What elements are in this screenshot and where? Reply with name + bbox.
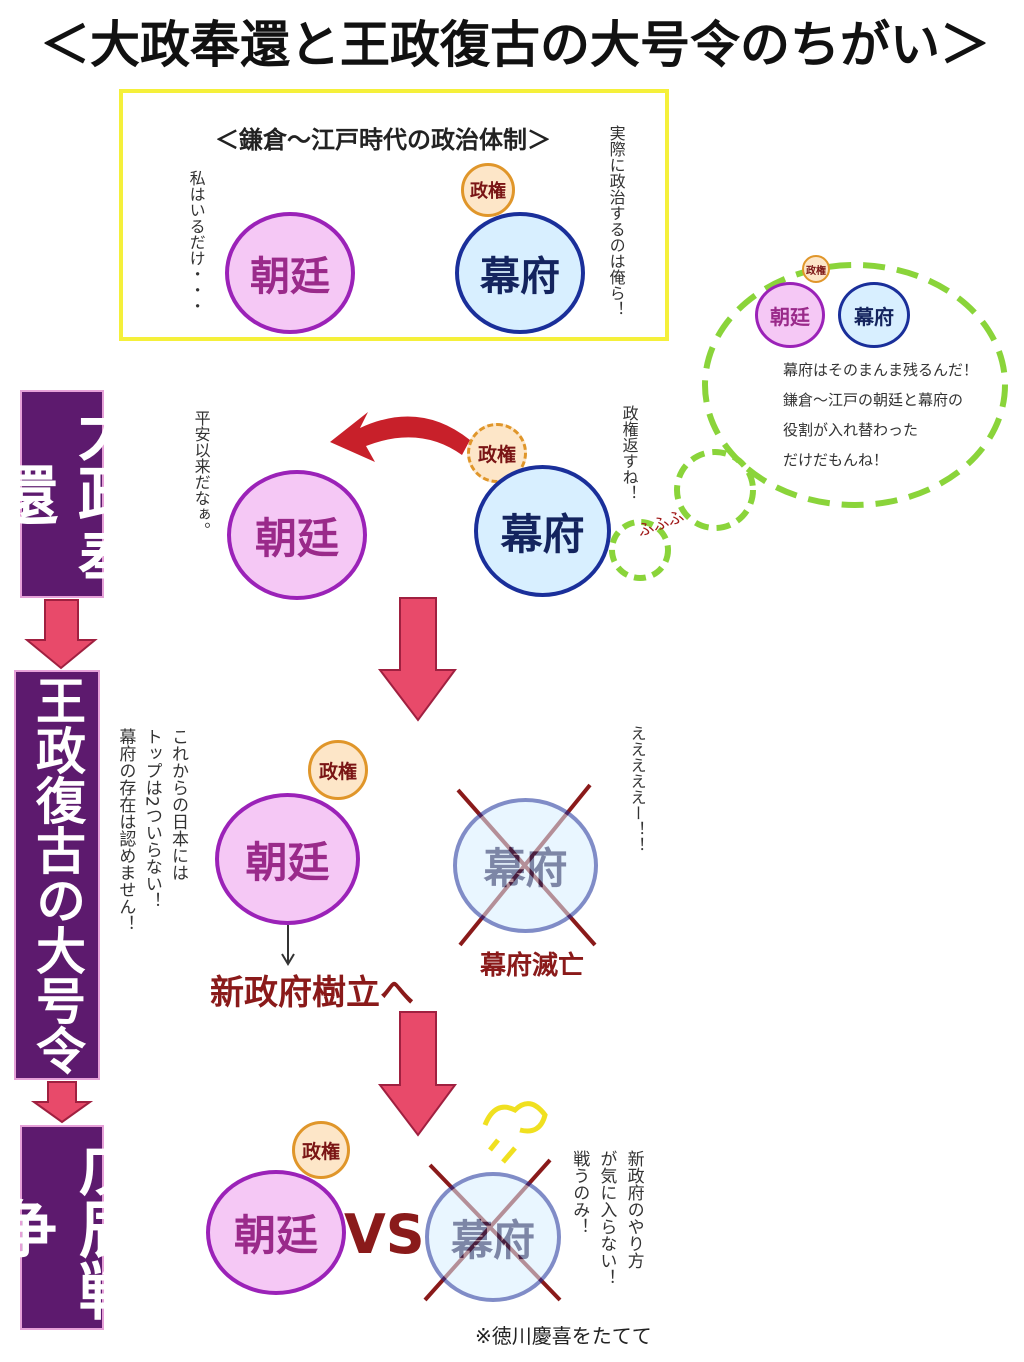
bakufu-circle-1: 幕府	[455, 212, 585, 334]
seiken-label: 政権	[477, 443, 516, 466]
down-arrows	[24, 597, 457, 1137]
chotei-label: 朝廷	[250, 254, 330, 300]
chotei-comment-3: これからの日本には トップは2ついらない！ 幕府の存在は認めません！	[115, 728, 189, 932]
chotei-circle-3: 朝廷	[215, 793, 360, 925]
thought-bubble	[702, 262, 1008, 508]
seiken-label: 政権	[470, 181, 506, 202]
bakufu-label: 幕府	[500, 509, 585, 559]
new-government-label: 新政府樹立へ	[210, 973, 414, 1013]
seiken-badge-1: 政権	[461, 163, 515, 217]
chotei-label: 朝廷	[233, 1211, 318, 1260]
chotei-comment-2: 平安以来だなぁ。	[191, 410, 211, 538]
seiken-label: 政権	[806, 265, 826, 277]
chotei-circle-4: 朝廷	[206, 1170, 346, 1295]
stage-boshin-war: 戊辰戦争	[0, 1125, 141, 1330]
chotei-circle-2: 朝廷	[227, 470, 367, 600]
seiken-badge-bubble: 政権	[802, 255, 830, 283]
bakufu-label: 幕府	[450, 1215, 535, 1265]
thought-dot-1	[674, 449, 756, 531]
bakufu-comment-4: 新政府のやり方 が気に入らない！ 戦うのみ！	[569, 1150, 644, 1286]
chotei-circle-bubble: 朝廷	[755, 282, 825, 348]
thought-dot-2	[609, 519, 671, 581]
bubble-line: 鎌倉～江戸の朝廷と幕府の	[783, 391, 964, 409]
bubble-line: 役割が入れ替わった	[783, 421, 919, 439]
anger-scribble	[482, 1101, 548, 1164]
bakufu-fall-label: 幕府滅亡	[480, 951, 585, 981]
bakufu-comment-2: 政権返すね！	[619, 405, 639, 501]
seiken-badge-4: 政権	[292, 1121, 350, 1179]
bubble-line: だけだもんね！	[783, 451, 889, 469]
bakufu-label: 幕府	[480, 254, 560, 300]
bakufu-label: 幕府	[854, 304, 894, 329]
vs-label: VS	[344, 1203, 425, 1266]
chotei-label: 朝廷	[254, 513, 339, 563]
small-arrow	[281, 925, 295, 966]
chotei-comment-1: 私はいるだけ・・・	[186, 170, 206, 314]
bakufu-circle-2: 幕府	[474, 465, 611, 597]
page-title: ＜大政奉還と王政復古の大号令のちがい＞	[40, 16, 990, 74]
note-text: ※徳川慶喜をたてて	[475, 1324, 652, 1348]
chotei-label: 朝廷	[770, 304, 810, 329]
chotei-circle-1: 朝廷	[225, 212, 355, 334]
bubble-text: 幕府はそのまんま残るんだ！ 鎌倉～江戸の朝廷と幕府の 役割が入れ替わった だけだ…	[783, 355, 978, 475]
seiken-badge-3: 政権	[308, 740, 368, 800]
bakufu-circle-4-faded: 幕府	[425, 1172, 561, 1302]
return-arrow	[330, 412, 470, 462]
bakufu-comment-3: えええええー！！	[627, 725, 647, 853]
bakufu-circle-3-faded: 幕府	[453, 798, 598, 933]
box-subtitle: ＜鎌倉～江戸時代の政治体制＞	[215, 126, 551, 154]
bakufu-label: 幕府	[483, 844, 568, 893]
bakufu-comment-1: 実際に政治するのは俺ら！	[606, 125, 626, 317]
bakufu-circle-bubble: 幕府	[838, 282, 910, 348]
stage-taisei-hokan: 大政奉還	[0, 390, 141, 598]
seiken-label: 政権	[301, 1140, 340, 1163]
seiken-label: 政権	[318, 760, 357, 783]
yellow-frame	[119, 89, 669, 341]
stage-ousei-fukko: 王政復古の大号令	[14, 670, 100, 1080]
chotei-label: 朝廷	[245, 837, 330, 887]
bubble-line: 幕府はそのまんま残るんだ！	[783, 361, 979, 379]
